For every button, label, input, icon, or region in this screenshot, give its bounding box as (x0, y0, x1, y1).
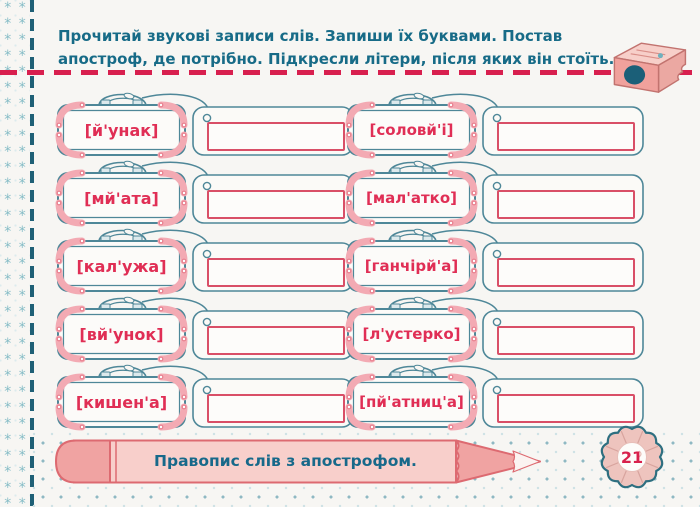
answer-box[interactable] (497, 258, 635, 287)
word-pair: [л'устерко] (345, 295, 645, 365)
pencil-icon (54, 439, 541, 484)
phonetic-word: [соловй'і] (369, 121, 454, 139)
phonetic-word: [й'унак] (84, 120, 159, 140)
word-pair: [й'унак] (55, 91, 355, 161)
answer-box[interactable] (207, 122, 345, 151)
answer-box[interactable] (497, 122, 635, 151)
red-dashed-divider (0, 70, 700, 75)
phonetic-word: [мй'ата] (84, 188, 159, 208)
phonetic-word: [л'устерко] (362, 325, 461, 343)
answer-box[interactable] (207, 258, 345, 287)
word-pair: [соловй'і] (345, 91, 645, 161)
phonetic-word: [вй'унок] (79, 324, 164, 344)
page-number: 21 (620, 447, 644, 467)
answer-box[interactable] (497, 326, 635, 355)
word-pair: [вй'унок] (55, 295, 355, 365)
word-pair: [ганчірй'а] (345, 227, 645, 297)
lesson-topic: Правопис слів з апострофом. (154, 451, 417, 470)
word-pair: [мй'ата] (55, 159, 355, 229)
pencil-sharpener-icon (613, 42, 687, 93)
phonetic-word: [мал'атко] (366, 189, 457, 207)
phonetic-word: [ганчірй'а] (364, 257, 459, 275)
star-pattern-border: * * * * * * * * * * * * * * * * * * * * … (0, 0, 30, 507)
word-pair: [пй'атниц'а] (345, 363, 645, 433)
answer-box[interactable] (207, 326, 345, 355)
word-pair: [мал'атко] (345, 159, 645, 229)
answer-box[interactable] (207, 190, 345, 219)
pencil-banner: Правопис слів з апострофом. (52, 438, 544, 485)
pencil-shaving-icon (600, 425, 664, 489)
word-pair: [кишен'а] (55, 363, 355, 433)
task-instruction: Прочитай звукові записи слів. Запиши їх … (58, 27, 615, 68)
answer-box[interactable] (497, 190, 635, 219)
answer-box[interactable] (497, 394, 635, 423)
phonetic-word: [пй'атниц'а] (359, 393, 464, 411)
answer-box[interactable] (207, 394, 345, 423)
vertical-dashed-divider (30, 0, 34, 507)
phonetic-word: [кал'ужа] (76, 256, 167, 276)
word-pair: [кал'ужа] (55, 227, 355, 297)
page-number-badge: 21 (596, 420, 670, 498)
phonetic-word: [кишен'а] (75, 392, 168, 412)
